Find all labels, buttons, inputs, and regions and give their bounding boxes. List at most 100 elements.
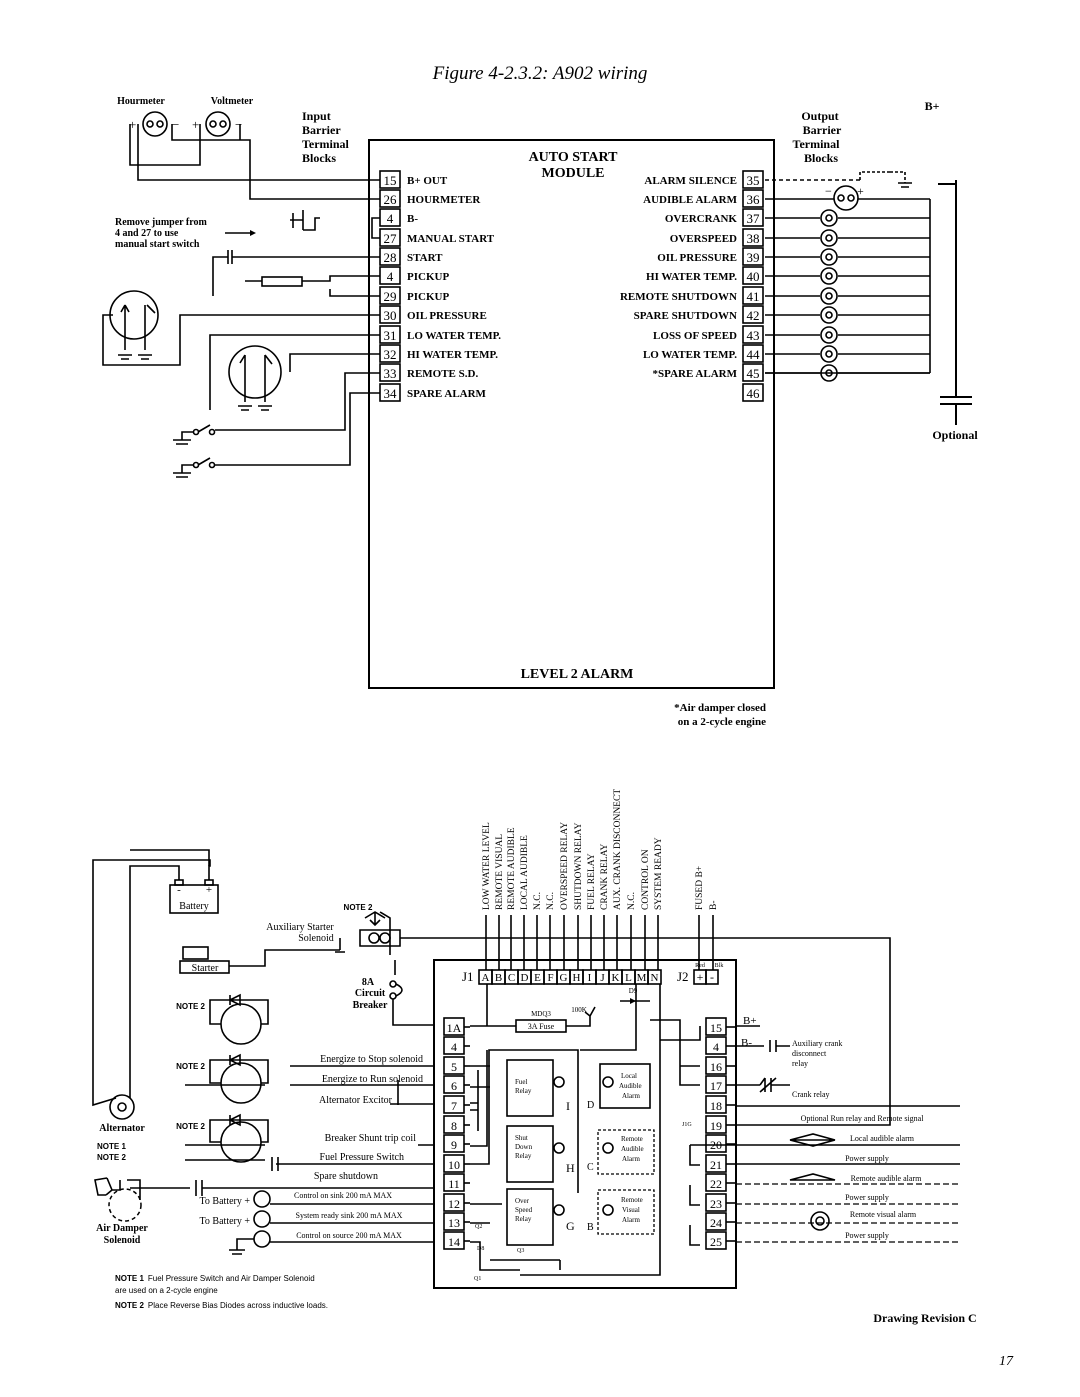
note2-label: NOTE 2 — [176, 1002, 205, 1011]
air-damper-solenoid-icon: Air Damper Solenoid — [94, 1177, 148, 1246]
svg-text:Down: Down — [515, 1143, 533, 1151]
terminal-label: REMOTE SHUTDOWN — [620, 291, 737, 303]
terminal-label: SPARE SHUTDOWN — [634, 310, 737, 322]
pin-label: LOW WATER LEVEL — [482, 822, 492, 910]
svg-text:Blocks: Blocks — [804, 151, 838, 165]
svg-text:H: H — [566, 1161, 575, 1175]
svg-text:−: − — [235, 117, 242, 132]
j1-pin-letter: D — [521, 972, 529, 984]
lamp-icon — [820, 326, 838, 344]
svg-text:relay: relay — [792, 1059, 808, 1068]
terminal-label: START — [407, 252, 443, 264]
svg-text:Alternator: Alternator — [99, 1123, 145, 1134]
terminal-number: 42 — [747, 308, 760, 323]
svg-text:Crank relay: Crank relay — [792, 1090, 830, 1099]
j1-pin-letter: L — [625, 972, 632, 984]
pin-label: REMOTE AUDIBLE — [507, 827, 517, 910]
svg-text:D9: D9 — [629, 987, 638, 995]
pin-label: LOCAL AUDIBLE — [520, 835, 530, 910]
aux-starter-solenoid-icon — [335, 911, 891, 1126]
terminal-number: 14 — [448, 1235, 460, 1249]
terminal-number: 40 — [747, 269, 760, 284]
svg-text:disconnect: disconnect — [792, 1049, 827, 1058]
pin-label: N.C. — [627, 892, 637, 910]
terminal-number: 34 — [384, 386, 398, 401]
lamp-icon — [820, 229, 838, 247]
terminal-label: OIL PRESSURE — [657, 252, 737, 264]
module-title-1: AUTO START — [529, 150, 619, 165]
terminal-number: 25 — [710, 1235, 722, 1249]
svg-text:Output: Output — [801, 109, 838, 123]
terminal-label: PICKUP — [407, 271, 449, 283]
terminal-number: 46 — [747, 386, 761, 401]
pin-label: B- — [709, 901, 719, 911]
svg-text:To Battery +: To Battery + — [200, 1196, 251, 1207]
optional-label: Optional — [932, 428, 978, 442]
terminal-number: 4 — [387, 211, 394, 226]
controller-internals: MDQ3 100K 3A Fuse D9 Fuel Relay Shut Dow… — [470, 984, 736, 1282]
svg-text:−: − — [172, 117, 179, 132]
terminal-number: 4 — [713, 1040, 719, 1054]
terminal-number: 11 — [448, 1177, 460, 1191]
to-battery-labels: To Battery + To Battery + — [200, 1196, 251, 1227]
terminal-number: 16 — [710, 1060, 722, 1074]
terminal-number: 19 — [710, 1119, 722, 1133]
hourmeter-icon: + − — [129, 111, 179, 137]
pin-label: N.C. — [546, 892, 556, 910]
svg-text:Air Damper: Air Damper — [96, 1223, 148, 1234]
svg-text:+: + — [192, 117, 199, 132]
terminal-label: AUDIBLE ALARM — [643, 194, 737, 206]
note2-label: NOTE 2 — [176, 1122, 205, 1131]
svg-text:Auxiliary Starter: Auxiliary Starter — [266, 922, 334, 933]
svg-text:8A: 8A — [362, 977, 375, 988]
terminal-number: 29 — [384, 289, 397, 304]
svg-text:I: I — [566, 1099, 570, 1113]
water-temp-sender-icon — [228, 345, 282, 399]
svg-text:J1G: J1G — [682, 1122, 692, 1128]
pickup-coil-icon — [261, 276, 303, 287]
lamp-icon — [820, 306, 838, 324]
svg-text:*Air damper closed: *Air damper closed — [674, 702, 766, 714]
svg-text:D: D — [587, 1100, 594, 1111]
svg-text:Barrier: Barrier — [302, 123, 341, 137]
terminal-box — [742, 247, 764, 266]
svg-text:Breaker: Breaker — [353, 1000, 388, 1011]
terminal-box — [742, 363, 764, 382]
controller-left-labels: Energize to Stop solenoid Energize to Ru… — [314, 1054, 423, 1182]
svg-text:+: + — [697, 970, 704, 984]
j1-pin-letter: N — [651, 972, 659, 984]
pin-label: REMOTE VISUAL — [495, 834, 505, 910]
terminal-number: 26 — [384, 192, 398, 207]
terminal-number: 35 — [747, 173, 760, 188]
svg-text:Barrier: Barrier — [803, 123, 842, 137]
svg-text:Input: Input — [302, 109, 331, 123]
svg-text:Q1: Q1 — [474, 1276, 481, 1282]
terminal-number: 4 — [451, 1040, 457, 1054]
terminal-box — [742, 228, 764, 247]
terminal-label: HI WATER TEMP. — [646, 271, 737, 283]
hourmeter-label: Hourmeter — [117, 96, 165, 107]
svg-text:Relay: Relay — [515, 1152, 532, 1160]
j1-pin-letter: E — [534, 972, 541, 984]
terminal-box — [742, 266, 764, 285]
svg-text:Relay: Relay — [515, 1215, 532, 1223]
svg-text:Remote: Remote — [621, 1135, 643, 1143]
svg-text:Energize to Stop solenoid: Energize to Stop solenoid — [320, 1054, 423, 1065]
j1-pin-letter: G — [560, 972, 568, 984]
terminal-number: 1A — [447, 1021, 462, 1035]
air-damper-footnote: *Air damper closed on a 2-cycle engine — [674, 702, 766, 728]
svg-text:+: + — [206, 884, 212, 896]
lamp-icon — [820, 364, 838, 382]
svg-text:B: B — [587, 1222, 594, 1233]
j1-pin-letter: K — [612, 972, 620, 984]
svg-text:D8: D8 — [477, 1246, 484, 1252]
battery-icon: - + Battery — [169, 879, 219, 914]
j2-label: J2 — [677, 969, 689, 984]
svg-text:Speed: Speed — [515, 1206, 533, 1214]
